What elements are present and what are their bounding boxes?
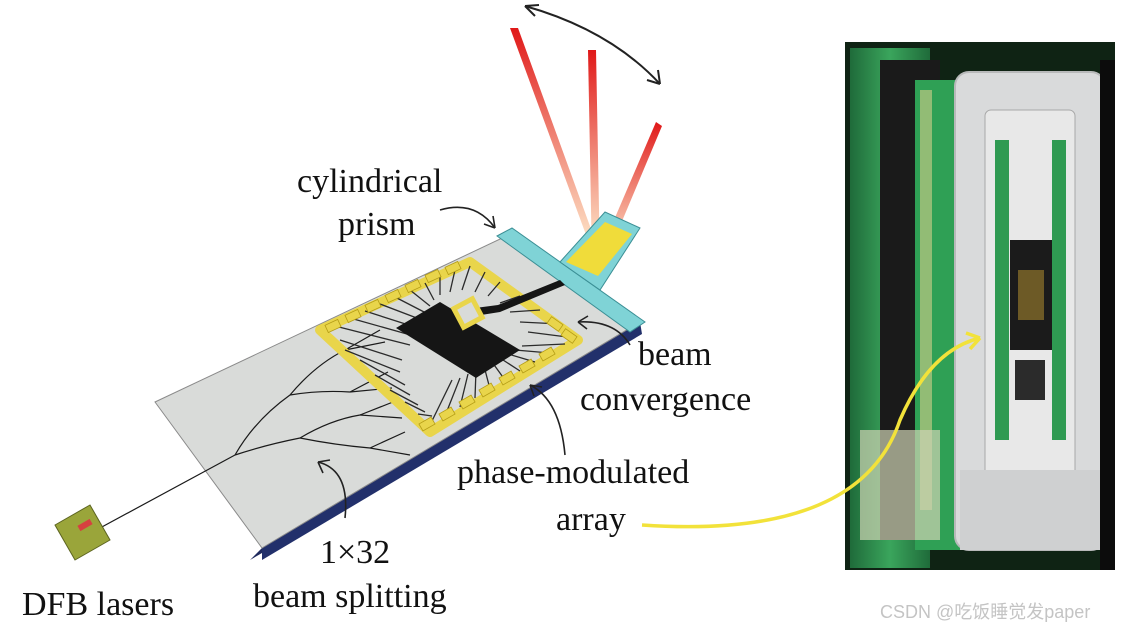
- label-prism: prism: [338, 208, 415, 242]
- label-convergence: convergence: [580, 383, 751, 417]
- watermark: CSDN @吃饭睡觉发paper: [880, 598, 1090, 624]
- label-dfb-lasers: DFB lasers: [22, 588, 174, 622]
- label-phase-modulated: phase-modulated: [457, 456, 689, 490]
- device-photo: [845, 42, 1115, 570]
- label-array: array: [556, 503, 626, 537]
- label-1x32: 1×32: [320, 536, 390, 570]
- label-beam-splitting: beam splitting: [253, 580, 447, 614]
- label-cylindrical: cylindrical: [297, 165, 442, 199]
- label-beam: beam: [638, 338, 712, 372]
- dfb-laser-chip: [55, 505, 110, 560]
